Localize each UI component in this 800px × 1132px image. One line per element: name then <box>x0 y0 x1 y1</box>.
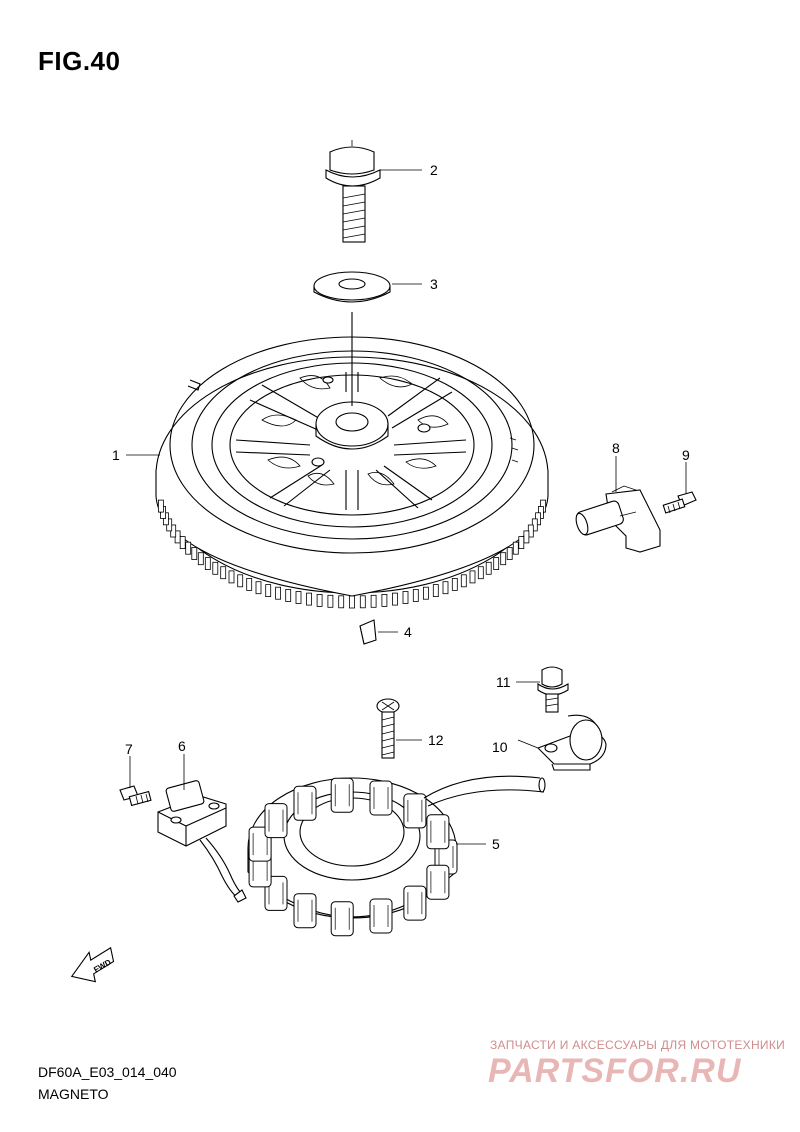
leader-lines <box>126 169 687 845</box>
stator-pole <box>293 785 317 821</box>
stator-pole-winding <box>297 899 313 922</box>
watermark-logo: PARTSFOR.RU <box>488 1052 742 1090</box>
watermark-tagline: ЗАПЧАСТИ И АКСЕССУАРЫ ДЛЯ МОТОТЕХНИКИ <box>490 1038 786 1052</box>
callout-8: 8 <box>612 440 620 456</box>
stator-pole-winding <box>407 799 423 822</box>
stator-pole-winding <box>373 787 389 809</box>
crank-position-sensor[interactable] <box>574 485 661 553</box>
callout-6: 6 <box>178 738 186 754</box>
stator-pole-winding <box>268 809 284 832</box>
stator-pole-winding <box>334 784 350 807</box>
figure-code: DF60A_E03_014_040 <box>38 1064 177 1080</box>
stator-pole-winding <box>430 871 446 894</box>
pulser-coil-bolt[interactable] <box>119 785 152 807</box>
stator-pole-winding <box>334 907 350 930</box>
callout-2: 2 <box>430 162 438 178</box>
callout-4: 4 <box>404 624 412 640</box>
callout-7: 7 <box>125 741 133 757</box>
callout-12: 12 <box>428 732 444 748</box>
callout-10: 10 <box>492 739 508 755</box>
callout-11: 11 <box>496 674 511 690</box>
flywheel[interactable] <box>155 312 549 609</box>
stator-pole <box>264 803 288 839</box>
stator-pole-winding <box>297 792 313 815</box>
stator-screw[interactable] <box>376 698 400 759</box>
stator-pole <box>293 893 317 929</box>
flywheel-washer[interactable] <box>313 271 391 303</box>
stator-pole-winding <box>373 905 389 927</box>
pulser-coil[interactable] <box>157 780 247 903</box>
flywheel-key[interactable] <box>359 619 377 645</box>
stator-pole <box>426 814 450 850</box>
stator-pole <box>369 898 393 934</box>
clamp-bolt[interactable] <box>537 666 569 713</box>
stator-pole <box>330 901 354 937</box>
cable-clamp[interactable] <box>537 714 607 771</box>
stator-pole-winding <box>407 892 423 915</box>
fwd-arrow-icon: FWD <box>70 946 115 983</box>
stator-pole <box>426 864 450 900</box>
stator-pole <box>330 777 354 813</box>
stator[interactable] <box>247 775 546 937</box>
stator-pole <box>369 780 393 816</box>
figure-title: FIG.40 <box>38 46 121 76</box>
figure-name: MAGNETO <box>38 1086 109 1102</box>
sensor-bolt[interactable] <box>662 491 697 514</box>
callout-5: 5 <box>492 836 500 852</box>
stator-pole-winding <box>438 846 454 868</box>
callout-1: 1 <box>112 447 120 463</box>
callout-9: 9 <box>682 447 690 463</box>
flywheel-bolt[interactable] <box>325 140 381 243</box>
stator-pole-winding <box>252 858 268 881</box>
stator-pole <box>403 793 427 829</box>
stator-pole-winding <box>430 820 446 843</box>
callout-3: 3 <box>430 276 438 292</box>
stator-pole <box>403 885 427 921</box>
